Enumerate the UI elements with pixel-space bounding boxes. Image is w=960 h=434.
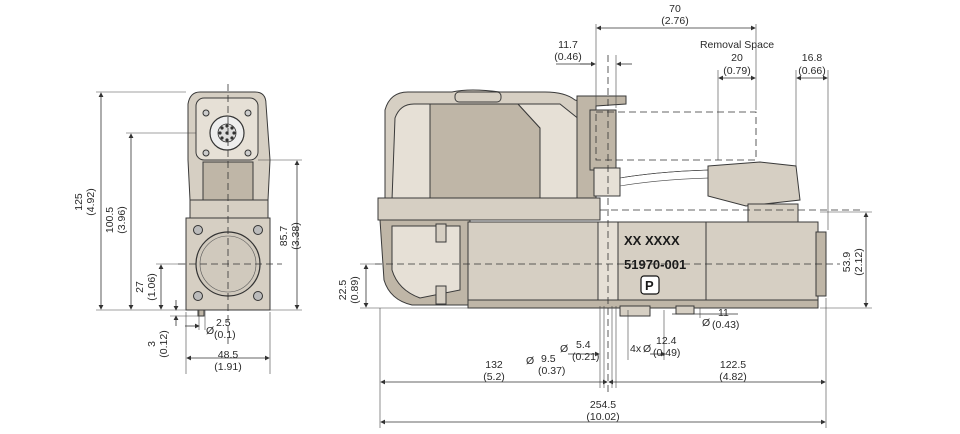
- dim-2-5-in: (0.1): [214, 329, 236, 341]
- dim-70: 70: [669, 3, 681, 15]
- dim-125-in: (4.92): [85, 188, 97, 215]
- dim-16-8: 16.8: [802, 52, 823, 64]
- dim-2-5: 2.5: [216, 317, 231, 329]
- dim-11-dia: Ø: [702, 317, 710, 329]
- dim-122-5: 122.5: [720, 359, 746, 371]
- dim-85-7: 85.7: [278, 226, 290, 247]
- dim-132: 132: [485, 359, 503, 371]
- dim-9-5: 9.5: [541, 353, 556, 365]
- dim-254-5-in: (10.02): [586, 411, 619, 423]
- dim-3: 3: [146, 341, 158, 347]
- dim-12-4-in: (0.49): [653, 347, 680, 359]
- dim-11-7-in: (0.46): [554, 51, 581, 63]
- dim-3-in: (0.12): [158, 330, 170, 357]
- dim-12-4-dia: Ø: [643, 343, 651, 355]
- dim-16-8-in: (0.66): [798, 65, 825, 77]
- dim-11-in: (0.43): [712, 319, 739, 331]
- dim-11-7: 11.7: [558, 39, 578, 51]
- dim-12-4: 12.4: [656, 335, 677, 347]
- p-port-badge: [640, 275, 660, 295]
- dim-254-5: 254.5: [590, 399, 616, 411]
- dim-27-in: (1.06): [146, 273, 158, 300]
- dim-5-4: 5.4: [576, 339, 591, 351]
- dim-4x: 4x: [630, 343, 642, 355]
- dim-85-7-in: (3.38): [290, 222, 302, 249]
- dim-5-4-dia: Ø: [560, 343, 568, 355]
- removal-space-label: Removal Space: [700, 39, 774, 51]
- end-view-dimensions: [96, 91, 302, 374]
- side-view: XX XXXX 51970-001 P: [375, 55, 860, 392]
- dim-125: 125: [73, 193, 85, 211]
- dim-20: 20: [731, 52, 743, 64]
- end-view: [178, 84, 282, 346]
- dim-9-5-dia: Ø: [526, 355, 534, 367]
- dimension-labels: 70 (2.76) 11.7 (0.46) Removal Space 20 (…: [73, 3, 865, 423]
- dim-100-5: 100.5: [104, 207, 116, 233]
- removal-space-outline: [595, 111, 757, 161]
- dim-48-5: 48.5: [218, 349, 239, 361]
- dim-48-5-in: (1.91): [214, 361, 241, 373]
- dim-53-9: 53.9: [841, 252, 853, 273]
- marking-text: XX XXXX: [624, 233, 680, 248]
- dim-53-9-in: (2.12): [853, 248, 865, 275]
- dim-122-5-in: (4.82): [719, 371, 746, 383]
- p-port-label: P: [645, 278, 654, 293]
- dim-22-5: 22.5: [337, 280, 349, 301]
- dim-70-in: (2.76): [661, 15, 688, 27]
- dim-9-5-in: (0.37): [538, 365, 565, 377]
- dim-5-4-in: (0.21): [572, 351, 599, 363]
- dim-22-5-in: (0.89): [349, 276, 361, 303]
- dim-11: 11: [718, 307, 729, 319]
- dim-2-5-dia: Ø: [206, 325, 214, 337]
- dim-20-in: (0.79): [723, 65, 750, 77]
- part-number-text: 51970-001: [624, 257, 686, 272]
- dim-27: 27: [134, 281, 146, 293]
- dim-132-in: (5.2): [483, 371, 505, 383]
- cable-plug: [707, 161, 801, 207]
- dim-100-5-in: (3.96): [116, 206, 128, 233]
- side-view-dimensions: [360, 24, 872, 428]
